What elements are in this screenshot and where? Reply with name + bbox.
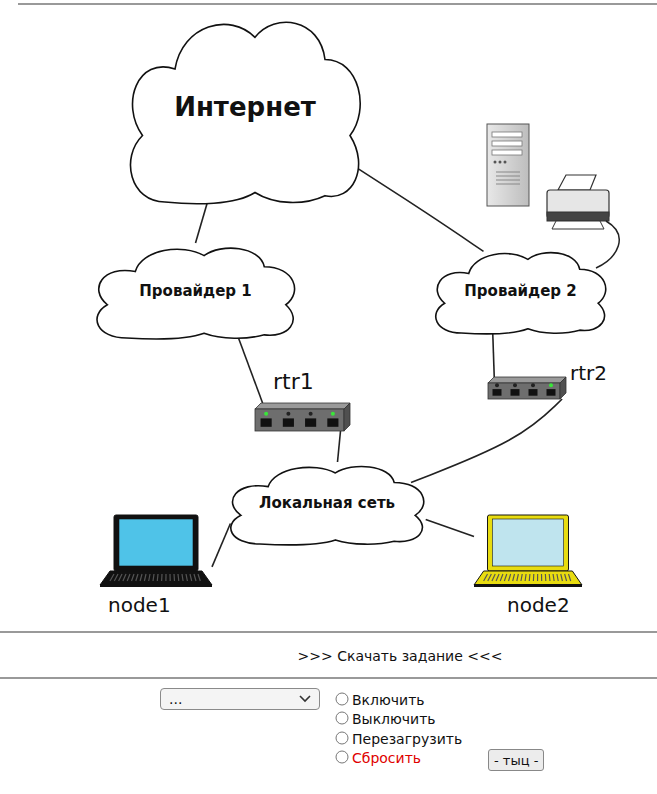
link-text: >>> Скачать задание <<< [298, 648, 503, 664]
radio-option: Выключить [352, 709, 436, 728]
separator-line [0, 631, 657, 633]
laptop-outline [100, 515, 212, 587]
cloud-shape [231, 466, 424, 544]
network-link [239, 338, 263, 403]
network-link [338, 431, 341, 462]
network-link [411, 399, 562, 483]
select-box: ... [160, 688, 320, 710]
download-link: >>> Скачать задание <<< [250, 646, 550, 665]
cloud-label: Провайдер 1 [139, 282, 251, 300]
cloud-label: Интернет [174, 92, 316, 122]
network-cloud: Провайдер 2 [428, 248, 613, 333]
radio-option: Перезагрузить [352, 729, 462, 748]
cloud-text-holder: Локальная сеть [222, 462, 432, 544]
cloud-text-holder: Интернет [120, 12, 370, 202]
network-link [345, 160, 484, 251]
radio-circle [335, 711, 349, 725]
radio-label: Сбросить [352, 750, 421, 766]
laptop-node: node1 [100, 515, 212, 587]
radio-label: Включить [352, 692, 425, 708]
cloud-label: Провайдер 2 [464, 282, 576, 300]
radio-label: Перезагрузить [352, 731, 462, 747]
radio-label: Выключить [352, 711, 436, 727]
network-link [196, 202, 208, 243]
radio-option: Сбросить [352, 748, 421, 767]
router-device: rtr1 [255, 403, 350, 431]
laptop-node: node2 [474, 515, 582, 587]
printer-cable [596, 221, 619, 268]
network-link [212, 524, 230, 567]
node-name: node1 [108, 593, 171, 617]
cloud-shape [130, 22, 360, 203]
server-icon [487, 124, 529, 206]
select-value: ... [161, 691, 182, 707]
radio-option: Включить [352, 690, 425, 709]
select-chevron [299, 695, 311, 703]
router-outline [488, 377, 566, 399]
cloud-text-holder: Провайдер 2 [428, 248, 613, 333]
router-name: rtr2 [570, 361, 607, 385]
router-outline [255, 403, 350, 431]
network-link [426, 519, 474, 536]
separator-line [18, 3, 657, 5]
radio-circle [335, 692, 349, 706]
radio-circle [335, 750, 349, 764]
printer-icon [547, 175, 609, 229]
router-device: rtr2 [488, 377, 566, 399]
network-cloud: Провайдер 1 [88, 243, 303, 338]
action-button: - тыц - [488, 749, 544, 771]
router-name: rtr1 [273, 369, 314, 394]
cloud-text-holder: Провайдер 1 [88, 243, 303, 338]
separator-line [0, 677, 657, 679]
cloud-label: Локальная сеть [259, 494, 395, 512]
cloud-shape [436, 253, 606, 334]
cloud-shape [97, 248, 295, 339]
node-name: node2 [507, 593, 570, 617]
laptop-outline [474, 515, 582, 587]
network-cloud: Интернет [120, 12, 370, 202]
network-link [493, 333, 494, 377]
button-label: - тыц - [494, 753, 538, 768]
radio-circle [335, 731, 349, 745]
network-cloud: Локальная сеть [222, 462, 432, 544]
